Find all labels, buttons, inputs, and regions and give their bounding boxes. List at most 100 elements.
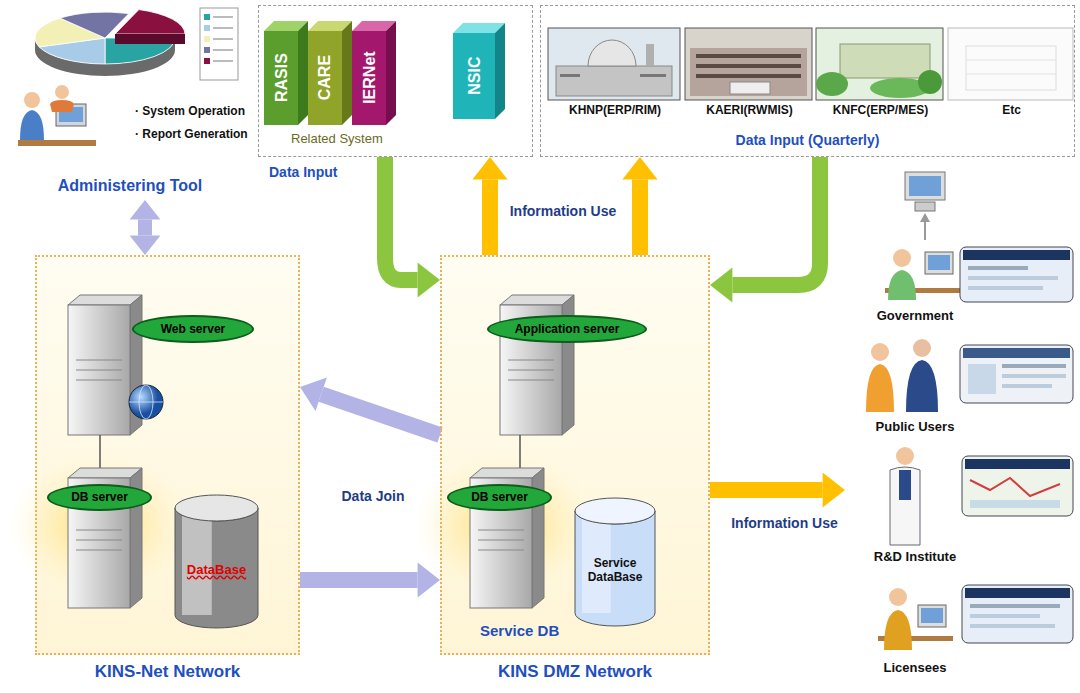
cylinder-body <box>175 508 258 628</box>
arrow-shaft <box>482 179 498 255</box>
flow-arrow <box>472 157 507 255</box>
block-front <box>453 33 495 119</box>
tool-title: Administering Tool <box>20 176 240 195</box>
arrow-head <box>622 157 657 179</box>
node-label: DB server <box>471 490 528 504</box>
bullet-item: · Report Generation <box>135 127 248 141</box>
user-label: Public Users <box>845 419 985 435</box>
arrow-shaft <box>732 157 820 285</box>
computer-icon <box>905 172 945 240</box>
network-zone: KINS-Net NetworkWeb serverDB serverDataB… <box>35 255 300 655</box>
server-ellipse: Application server <box>487 315 647 343</box>
node-label: IERNet <box>359 52 378 104</box>
arrow-head <box>710 267 732 302</box>
site-photo <box>816 28 943 100</box>
arrow-shaft <box>300 572 418 588</box>
system-block: CARE <box>308 31 342 125</box>
group-heading: Data Input (Quarterly) <box>541 132 1074 149</box>
user-group: R&D Institute <box>845 440 1077 568</box>
block-side <box>495 23 505 119</box>
node-label: CARE <box>315 55 334 100</box>
site-photo <box>685 28 812 100</box>
arrow-shaft <box>321 394 440 435</box>
node-label: Application server <box>515 322 620 336</box>
bullet-item: · System Operation <box>135 104 245 118</box>
system-block: NSIC <box>453 33 495 119</box>
flow-arrow <box>300 378 440 435</box>
site-photo <box>548 28 680 100</box>
arrow-shaft <box>138 220 152 236</box>
arrow-shaft <box>632 179 648 255</box>
site-caption: KHNP(ERP/RIM) <box>549 103 681 117</box>
flow-arrow <box>130 200 161 255</box>
user-figure <box>885 247 1073 302</box>
edge-label: Information Use <box>498 203 628 220</box>
group-heading: Data Input <box>269 164 337 181</box>
database-caption: Service DB <box>480 622 559 640</box>
cylinder-top <box>575 498 655 524</box>
source-site: KAERI(RWMIS) <box>686 27 813 122</box>
server-ellipse: DB server <box>47 484 152 511</box>
source-site: Etc <box>949 27 1074 122</box>
database-cylinder: DataBase <box>174 494 259 629</box>
operator-figures <box>18 85 96 146</box>
user-group: Public Users <box>845 335 1077 438</box>
zone-title: KINS-Net Network <box>37 662 298 682</box>
server-tower <box>68 295 163 608</box>
arrow-head <box>418 562 440 597</box>
cylinder-shine <box>182 508 212 615</box>
arrow-shaft <box>385 157 418 280</box>
system-block: IERNet <box>352 31 386 125</box>
site-caption: Etc <box>949 103 1074 117</box>
user-figure <box>866 339 1073 412</box>
block-front <box>352 31 386 125</box>
flow-arrow <box>385 157 440 298</box>
user-figure <box>878 585 1073 650</box>
edge-label: Data Join <box>318 488 428 505</box>
arrow-head <box>418 262 440 297</box>
site-caption: KAERI(RWMIS) <box>686 103 813 117</box>
system-group: Related SystemData InputRASISCAREIERNetN… <box>258 5 533 157</box>
system-block: RASIS <box>264 31 298 125</box>
flow-arrow <box>622 157 657 255</box>
arrow-head <box>472 157 507 179</box>
source-site: KHNP(ERP/RIM) <box>549 27 681 122</box>
user-label: Government <box>845 308 985 324</box>
arrow-head <box>130 235 161 255</box>
user-label: Licensees <box>845 660 985 676</box>
group-caption: Related System <box>291 131 383 147</box>
flow-arrow <box>710 472 845 507</box>
site-photo <box>948 28 1073 100</box>
pie-chart <box>35 8 238 80</box>
admin-tool: · System Operation · Report GenerationAdm… <box>0 0 255 200</box>
arrow-head <box>130 200 161 220</box>
block-front <box>308 31 342 125</box>
server-ellipse: DB server <box>447 484 552 511</box>
network-ground <box>35 255 300 655</box>
network-ground <box>440 255 710 655</box>
source-site: KNFC(ERP/MES) <box>817 27 944 122</box>
arrow-head <box>823 472 845 507</box>
site-caption: KNFC(ERP/MES) <box>817 103 944 117</box>
edge-label: Information Use <box>722 515 847 532</box>
node-label: Web server <box>161 322 225 336</box>
flow-arrow <box>300 562 440 597</box>
cylinder-top <box>175 495 258 521</box>
node-label: RASIS <box>271 54 290 103</box>
database-label: Service DataBase <box>580 556 650 585</box>
arrow-head <box>300 378 327 411</box>
block-front <box>264 31 298 125</box>
user-group: Government <box>845 228 1077 328</box>
user-label: R&D Institute <box>845 549 985 565</box>
node-label: NSIC <box>464 57 483 95</box>
node-label: DataBase <box>187 562 246 578</box>
cylinder-outline <box>174 494 259 629</box>
cylinder-body <box>575 511 655 626</box>
server-ellipse: Web server <box>132 315 254 343</box>
arrow-shaft <box>710 482 823 498</box>
user-figure <box>890 447 1073 545</box>
block-side <box>342 21 352 125</box>
block-side <box>298 21 308 125</box>
network-zone: KINS DMZ NetworkApplication serverDB ser… <box>440 255 710 655</box>
